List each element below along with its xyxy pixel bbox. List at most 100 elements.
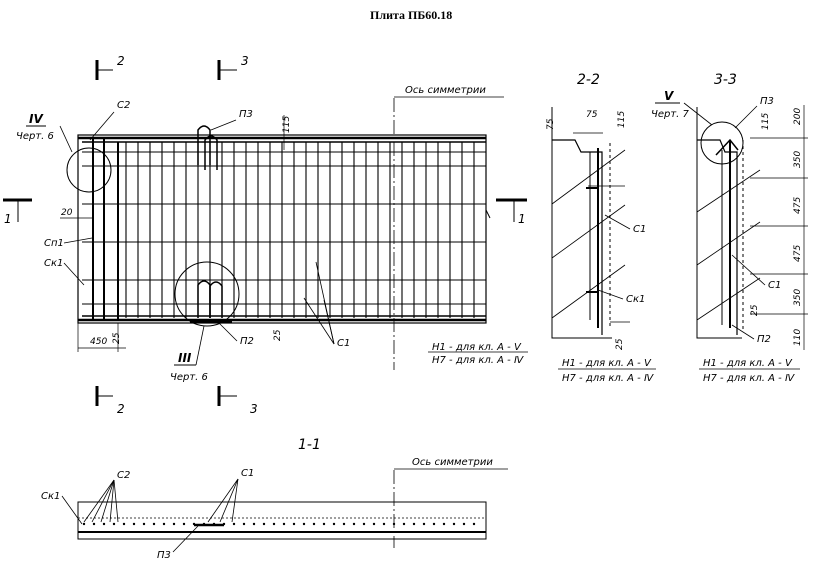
label-p2: П2	[240, 336, 254, 347]
detail-iv-circle	[66, 147, 112, 193]
dim-350: 350	[793, 151, 803, 168]
bar-dot	[162, 522, 166, 526]
label-p3: П3	[157, 550, 171, 561]
plan-view: IV Черт. 6 III Черт. 6 С2 П3 Сп1 Ск1 П2 …	[16, 85, 528, 383]
section-3-3: 3-3 V Черт. 7 200 115 350 475 475 350 11…	[651, 72, 808, 384]
loop-p2	[209, 281, 223, 318]
section-mark-2-top: 2	[95, 54, 125, 80]
section-2-2: 2-2 75 75 115 25 С1 Ск1 Н1 - для кл. А -…	[546, 72, 656, 384]
dim-75: 75	[546, 118, 556, 130]
axis-label: Ось симметрии	[412, 457, 493, 468]
label-sp1: Сп1	[44, 238, 64, 249]
bar-dot	[202, 522, 206, 526]
dim-350: 350	[793, 289, 803, 306]
section-mark-1-left: 1	[3, 198, 32, 226]
bar-dot	[212, 522, 216, 526]
dim-450: 450	[90, 337, 107, 347]
bar-dot	[82, 522, 86, 526]
section-mark-label: 3	[241, 54, 249, 68]
bar-dot	[312, 522, 316, 526]
bar-dot	[272, 522, 276, 526]
bar-dot	[172, 522, 176, 526]
bar-dot	[472, 522, 476, 526]
bar-dot	[402, 522, 406, 526]
section-mark-label: 2	[117, 402, 125, 416]
label-sk1: Ск1	[626, 294, 645, 305]
plan-outline	[77, 134, 487, 324]
label-c1: С1	[241, 468, 254, 479]
bar-dot	[182, 522, 186, 526]
label-sk1: Ск1	[41, 491, 60, 502]
bar-dot	[322, 522, 326, 526]
bar-dot	[132, 522, 136, 526]
loop-p2	[197, 280, 211, 318]
plan-mesh	[82, 141, 486, 318]
loop-p3	[204, 135, 218, 170]
bar-dot	[332, 522, 336, 526]
label-sk1: Ск1	[44, 258, 63, 269]
section-rib	[552, 139, 603, 335]
section-mark-2-bottom: 2	[95, 386, 125, 416]
dim-115: 115	[617, 111, 627, 128]
dim-475: 475	[793, 245, 803, 262]
note-h7: Н7 - для кл. А - Ⅳ	[432, 355, 524, 366]
bar-dots	[82, 522, 476, 526]
section-mark-1-right: 1	[496, 198, 527, 226]
section-outline	[551, 107, 612, 339]
label-c1: С1	[633, 224, 646, 235]
bar-dot	[372, 522, 376, 526]
section-mark-label: 1	[518, 212, 526, 226]
dim-20: 20	[61, 208, 73, 218]
bar-dot	[342, 522, 346, 526]
section-mark-label: 3	[250, 402, 258, 416]
bar-dot	[362, 522, 366, 526]
detail-iii-ref: Черт. 6	[170, 372, 208, 383]
detail-v-label: V	[664, 89, 675, 103]
bar-dot	[432, 522, 436, 526]
dim-200: 200	[793, 108, 803, 125]
bar-dot	[262, 522, 266, 526]
bar-dot	[462, 522, 466, 526]
dim-475: 475	[793, 197, 803, 214]
label-c1: С1	[768, 280, 781, 291]
section-mark-3-bottom: 3	[217, 386, 258, 416]
bar-dot	[102, 522, 106, 526]
section-mark-3-top: 3	[217, 54, 249, 80]
dim-75: 75	[586, 110, 598, 120]
bar-dot	[92, 522, 96, 526]
bar-dot	[302, 522, 306, 526]
break-mark	[485, 209, 491, 219]
label-c2: С2	[117, 100, 130, 111]
label-p2: П2	[757, 334, 771, 345]
bar-dot	[412, 522, 416, 526]
note-h1: Н1 - для кл. А - Ⅴ	[562, 358, 652, 369]
bar-dot	[252, 522, 256, 526]
section-outline	[77, 501, 487, 540]
bar-dot	[382, 522, 386, 526]
section-rib	[697, 139, 738, 335]
detail-iii-label: III	[178, 351, 192, 365]
dim-25: 25	[112, 332, 122, 344]
section-outline	[696, 107, 742, 339]
note-h7: Н7 - для кл. А - Ⅳ	[703, 373, 795, 384]
bar-dot	[292, 522, 296, 526]
bar-dot	[452, 522, 456, 526]
dim-25: 25	[273, 329, 283, 341]
section-title: 2-2	[577, 72, 600, 88]
section-mark-label: 2	[117, 54, 125, 68]
section-title: 3-3	[714, 72, 737, 88]
detail-iii-circle	[174, 261, 240, 327]
detail-iv-ref: Черт. 6	[16, 131, 54, 142]
section-1-1: 1-1 Ось симметрии С2 С1 Ск1 П3	[41, 437, 508, 561]
bar-dot	[112, 522, 116, 526]
bar-dot	[232, 522, 236, 526]
bar-dot	[222, 522, 226, 526]
section-mark-label: 1	[4, 212, 12, 226]
detail-v-ref: Черт. 7	[651, 109, 690, 120]
bar-dot	[192, 522, 196, 526]
note-h7: Н7 - для кл. А - Ⅳ	[562, 373, 654, 384]
dim-25: 25	[615, 338, 625, 350]
loop-p3	[197, 125, 211, 165]
axis-label: Ось симметрии	[405, 85, 486, 96]
